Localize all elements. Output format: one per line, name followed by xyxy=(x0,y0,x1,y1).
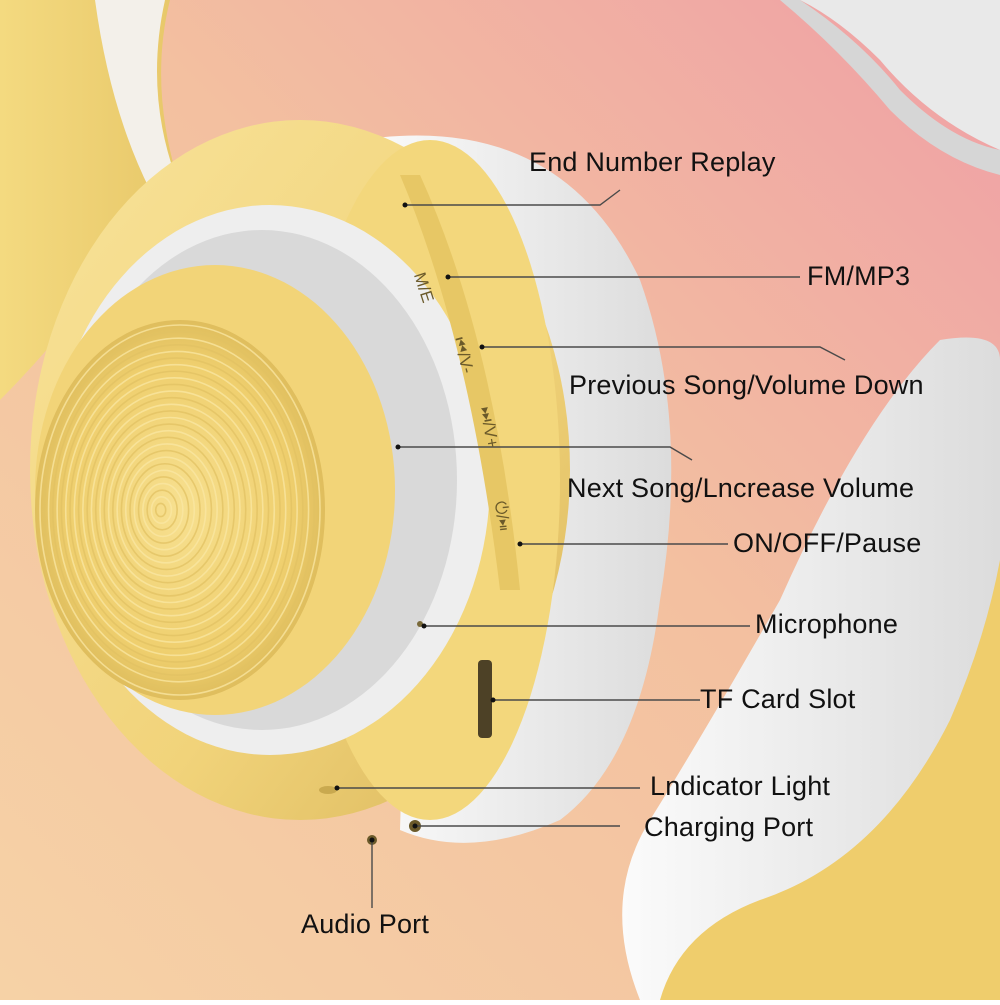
headband-left-inner xyxy=(95,0,175,190)
right-earcup-yellow xyxy=(660,560,1000,1000)
label-on-off-pause: ON/OFF/Pause xyxy=(733,528,922,558)
label-next-song-increase-volume: Next Song/Lncrease Volume xyxy=(567,473,915,503)
microphone-hole xyxy=(417,621,423,627)
label-previous-song-volume-down: Previous Song/Volume Down xyxy=(569,370,924,400)
leader-previous-song xyxy=(482,346,846,361)
plate-ring xyxy=(112,436,224,584)
plate-ring xyxy=(133,469,196,551)
plate-ring xyxy=(94,410,247,610)
plate-ring xyxy=(90,403,253,617)
label-charging-port: Charging Port xyxy=(644,812,814,842)
plate-ring xyxy=(60,357,293,663)
plate-ring xyxy=(47,337,310,683)
plate-ring xyxy=(142,482,184,538)
plate-ring xyxy=(137,476,190,544)
label-end-number-replay: End Number Replay xyxy=(529,147,776,177)
headband-top xyxy=(560,0,1000,150)
plate-ring xyxy=(39,324,321,696)
plate-ring xyxy=(43,330,316,690)
plate-ring xyxy=(150,495,173,525)
label-audio-port: Audio Port xyxy=(301,909,430,939)
plate-ring xyxy=(77,383,270,637)
control-strip xyxy=(400,175,520,590)
button-power-glyph: ⏻/⏯ xyxy=(491,500,514,532)
leader-end-number-replay xyxy=(405,189,621,206)
plate-ring xyxy=(52,344,304,676)
plate-ring xyxy=(116,443,218,577)
plate-ring xyxy=(154,502,167,518)
headband-top-edge xyxy=(780,0,1000,175)
indicator-light-dot xyxy=(319,786,337,794)
leader-dots xyxy=(334,202,523,843)
tf-card-slot-opening xyxy=(478,660,492,738)
plate-ring xyxy=(69,370,281,650)
spun-plate-rings xyxy=(39,324,321,696)
plate-ring xyxy=(64,363,287,657)
plate-ring xyxy=(56,350,298,670)
plate-ring xyxy=(120,449,213,571)
label-fm-mp3: FM/MP3 xyxy=(807,261,911,291)
label-microphone: Microphone xyxy=(755,609,899,639)
leader-next-song xyxy=(398,446,693,461)
leader-lines xyxy=(337,189,846,908)
plate-ring xyxy=(124,456,207,564)
plate-ring xyxy=(73,377,276,643)
plate-ring xyxy=(82,390,264,630)
plate-ring xyxy=(86,396,258,624)
plate-ring xyxy=(103,423,236,597)
label-tf-card-slot: TF Card Slot xyxy=(700,684,856,714)
plate-ring xyxy=(107,429,230,591)
plate-ring xyxy=(129,462,201,558)
plate-ring xyxy=(146,489,178,531)
plate-ring xyxy=(99,416,241,604)
label-indicator-light: Lndicator Light xyxy=(650,771,831,801)
